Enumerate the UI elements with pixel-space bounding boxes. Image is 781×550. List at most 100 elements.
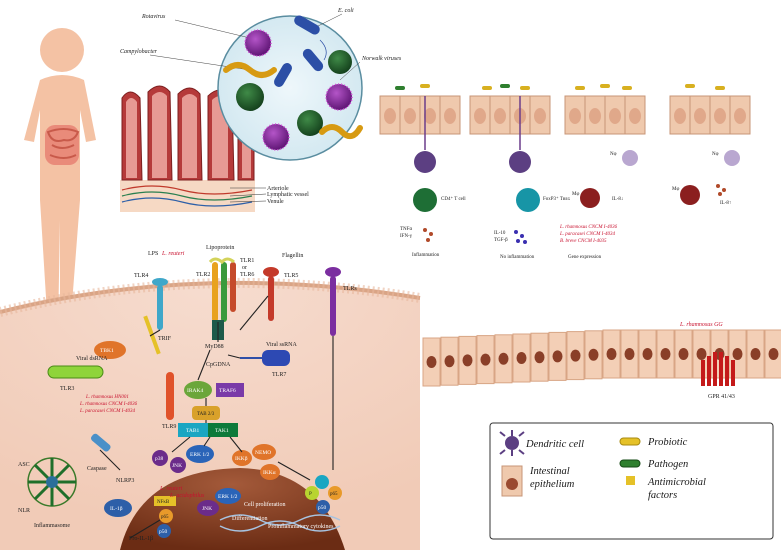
p38-node: p38 (152, 450, 168, 466)
tlr4-label: TLR4 (134, 273, 148, 279)
jnk-node: JNK (170, 457, 186, 473)
nlrp3-node (90, 433, 111, 452)
lps-label: LPS (148, 251, 158, 257)
l-acidophilus-label: L. acidophilus (169, 493, 205, 499)
svg-text:ERK 1/2: ERK 1/2 (218, 494, 238, 500)
neutrophil-label-1: Nφ (610, 152, 617, 157)
svg-text:NEMO: NEMO (255, 450, 271, 456)
svg-text:TAK1: TAK1 (215, 428, 229, 434)
trif-label: TRIF (158, 336, 172, 342)
rotavirus-label: Rotavirus (141, 14, 166, 20)
svg-text:IKKα: IKKα (263, 470, 276, 476)
epithelial-nucleus (552, 350, 563, 363)
l-reuteri-top-label: L. reuteri (161, 251, 185, 257)
cpg-label: CpGDNA (206, 362, 231, 368)
strain-4035: B. breve CNCM I-4035 (560, 239, 607, 244)
svg-text:TAB 2/3: TAB 2/3 (197, 412, 215, 417)
receptor-tlr3 (47, 365, 104, 379)
campylobacter-particle (223, 62, 363, 140)
epithelium-icon (501, 465, 523, 497)
nfkb-complex-lower: NFκB p65 p50 (154, 496, 176, 538)
epithelium-panels: CD4⁺ T cell TNFα IFN-γ Inflammation FoxP… (379, 84, 751, 260)
legend-antimicrobial-2: factors (648, 490, 677, 501)
svg-text:IRAK4: IRAK4 (187, 388, 203, 394)
strain-4034: L. paracasei CNCM I-4034 (559, 232, 616, 237)
svg-text:p65: p65 (330, 492, 338, 497)
pathogen-lens: Rotavirus E. coli Campylobacter Norwalk … (120, 8, 402, 161)
pro-il1b-label: Pro-IL-1β (129, 536, 153, 542)
epithelial-nucleus (570, 349, 581, 362)
legend-dendritic: Dendritic cell (525, 439, 584, 450)
l-reuteri-lower-label: L. reuteri (159, 486, 183, 492)
tak1-node: TAK1 (208, 423, 238, 437)
venule-label: Venule (267, 199, 284, 205)
receptor-tlr9 (166, 372, 174, 420)
svg-text:JNK: JNK (172, 463, 182, 469)
il8-down-label: IL-8↓ (612, 197, 623, 202)
svg-text:IL-1β: IL-1β (110, 506, 123, 512)
svg-text:JNK: JNK (202, 506, 212, 512)
l-rhamnosus-gg-label: L. rhamnosus GG (679, 322, 723, 328)
nemo-node: NEMO (252, 444, 276, 460)
epithelial-nucleus (480, 353, 491, 366)
pathway-arrows (99, 295, 334, 539)
svg-text:TRAF6: TRAF6 (219, 388, 236, 394)
epithelial-nucleus (750, 348, 761, 360)
epithelial-nucleus (426, 356, 437, 368)
child-silhouette (24, 28, 96, 330)
treg-label: FoxP3⁺ Tʀᴇɢ (543, 196, 571, 202)
epithelial-nucleus (678, 348, 689, 360)
tlr1-label: TLR1 (240, 258, 254, 264)
epithelial-nucleus (498, 352, 509, 365)
il1b-node: IL-1β (104, 499, 132, 517)
or-label: or (242, 265, 247, 271)
tlr9-label: TLR9 (162, 424, 176, 430)
gpr-label: GPR 41/43 (708, 394, 735, 400)
tgf-label: TGF-β (494, 238, 508, 243)
tlr6-label: TLR6 (240, 272, 254, 278)
legend-antimicrobial-1: Antimicrobial (647, 477, 706, 488)
neutrophil-label-2: Nφ (712, 152, 719, 157)
svg-text:TBK1: TBK1 (100, 348, 114, 354)
epithelial-nucleus (624, 348, 635, 360)
dendritic-cell-icon (499, 430, 525, 456)
caspase-label: Caspase (87, 466, 107, 472)
rotavirus-particle (244, 29, 353, 151)
lymphatic-label: Lymphatic vessel (267, 192, 309, 198)
viral-ssrna-label: Viral ssRNA (266, 342, 297, 348)
svg-text:p50: p50 (318, 505, 327, 511)
epithelial-nucleus (462, 354, 473, 367)
epithelial-nucleus (606, 348, 617, 360)
flagellin-label: Flagellin (282, 253, 303, 259)
pathogen-icon (619, 459, 641, 468)
nfkb-complex-right: P p65 p50 (305, 475, 342, 514)
epithelial-nucleus (534, 351, 545, 364)
inflammation-label: Inflammation (412, 253, 440, 258)
arteriole-label: Arteriole (267, 186, 289, 192)
strain-4036: L. rhamnosus CNCM I-4036 (559, 225, 618, 230)
tlr3-label: TLR3 (60, 386, 74, 392)
macrophage-label-2: Mφ (672, 187, 679, 192)
campylobacter-label: Campylobacter (120, 49, 158, 55)
tlrs-label: TLRs (343, 286, 357, 292)
ecoli-particle (274, 15, 327, 87)
viral-dsrna-label: Viral dsRNA (76, 356, 108, 362)
epithelial-nucleus (516, 352, 527, 364)
svg-text:P: P (309, 492, 312, 497)
lipoprotein-label: Lipoprotein (206, 245, 234, 251)
no-inflammation-label: No inflammation (500, 255, 535, 260)
asc-label: ASC (18, 462, 30, 468)
tlr5-label: TLR5 (284, 273, 298, 279)
myd88-label: MyD88 (205, 344, 224, 350)
epithelial-nucleus (642, 348, 653, 360)
cell-proliferation-label: Cell proliferation (244, 501, 286, 508)
epithelial-nucleus (588, 348, 599, 361)
legend-probiotic: Probiotic (647, 437, 688, 448)
svg-text:NFκB: NFκB (157, 500, 170, 505)
probiotic-icon (619, 437, 641, 446)
traf6-node: TRAF6 (216, 383, 244, 397)
antimicrobial-icon (626, 476, 635, 485)
legend-epithelium-1: Intestinal (529, 466, 570, 477)
epithelial-nucleus (732, 348, 743, 360)
